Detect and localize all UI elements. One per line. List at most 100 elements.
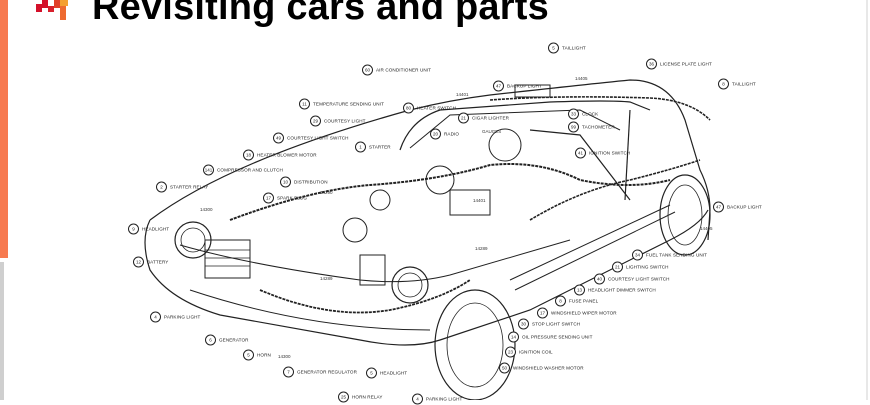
part-number: 14289 <box>475 246 488 251</box>
callout-label: PARKING LIGHT <box>164 314 201 320</box>
callout-number: 30 <box>518 318 529 330</box>
callout-number: 21 <box>612 261 623 273</box>
accent-bar-gray <box>0 262 4 400</box>
callout-label: COMPRESSOR AND CLUTCH <box>217 167 283 173</box>
callout-number: 5 <box>243 349 254 361</box>
callout-label: DISTRIBUTION <box>294 179 328 185</box>
callout-number: 7 <box>283 366 294 378</box>
callout-label: STOP LIGHT SWITCH <box>532 321 581 327</box>
callout-label: IGNITION SWITCH <box>589 150 631 156</box>
callout-number: 5 <box>366 367 377 379</box>
part-number: 14401 <box>473 198 486 203</box>
callout-label: HEATER SWITCH <box>417 105 456 111</box>
callout-label: BACKUP LIGHT <box>507 83 542 89</box>
callout-number: 29 <box>310 115 321 127</box>
callout-label: SPARK PLUG <box>277 195 308 201</box>
callout-number: 80 <box>403 102 414 114</box>
callout-number: 4 <box>412 393 423 405</box>
callout-label: WINDSHIELD WIPER MOTOR <box>551 310 617 316</box>
callout-label: TAILLIGHT <box>732 81 756 87</box>
slide-edge <box>866 0 868 400</box>
callout-label: HEADLIGHT <box>142 226 170 232</box>
callout-number: 9 <box>128 223 139 235</box>
callout-number: 25 <box>338 391 349 403</box>
callout-number: 21 <box>458 112 469 124</box>
callout-number: 13 <box>574 284 585 296</box>
callout-label: IGNITION COIL <box>519 349 553 355</box>
callout-number: 17 <box>537 307 548 319</box>
callout-label: HEADLIGHT DIMMER SWITCH <box>588 287 656 293</box>
callout-number: 14 <box>508 331 519 343</box>
callout-label: HORN <box>257 352 271 358</box>
callout-label: RADIO <box>444 131 460 137</box>
callout-label: TACHOMETER <box>582 124 615 130</box>
callout-label: AIR CONDITIONER UNIT <box>376 67 432 73</box>
callout-number: 60 <box>362 64 373 76</box>
callout-number: 18 <box>243 149 254 161</box>
callout-label: HORN RELAY <box>352 394 383 400</box>
callout-number: 47 <box>713 201 724 213</box>
callout-label: STARTER RELAY <box>170 184 209 190</box>
callout-number: 4 <box>150 311 161 323</box>
logo-icon <box>36 0 68 20</box>
callout-label: COURTESY LIGHT SWITCH <box>287 135 349 141</box>
callout-number: 10 <box>280 176 291 188</box>
callout-number: 50 <box>499 362 510 374</box>
part-number: 14401 <box>456 92 469 97</box>
callout-number: 8 <box>555 295 566 307</box>
callout-label: BATTERY <box>147 259 169 265</box>
callout-number: 1 <box>355 141 366 153</box>
callout-number: 41 <box>575 147 586 159</box>
callout-label: GENERATOR REGULATOR <box>297 369 358 375</box>
callout-number: 36 <box>646 58 657 70</box>
callout-number: 40 <box>594 273 605 285</box>
callout-label: FUSE PANEL <box>569 298 599 304</box>
callout-number: 5 <box>548 42 559 54</box>
part-number: 14289 <box>320 276 333 281</box>
callout-number: 8 <box>718 78 729 90</box>
callout-label: OIL PRESSURE SENDING UNIT <box>522 334 593 340</box>
callout-number: 49 <box>273 132 284 144</box>
callout-label: HEATER BLOWER MOTOR <box>257 152 317 158</box>
callout-number: 2 <box>156 181 167 193</box>
callout-label: STARTER <box>369 144 391 150</box>
part-number: 14290 <box>320 190 333 195</box>
gauges-label: GAUGES <box>482 129 502 134</box>
callout-label: LICENSE PLATE LIGHT <box>660 61 712 67</box>
slide-title: Revisiting cars and parts <box>92 0 549 28</box>
callout-number: 12 <box>133 256 144 268</box>
car-outline <box>144 79 711 401</box>
